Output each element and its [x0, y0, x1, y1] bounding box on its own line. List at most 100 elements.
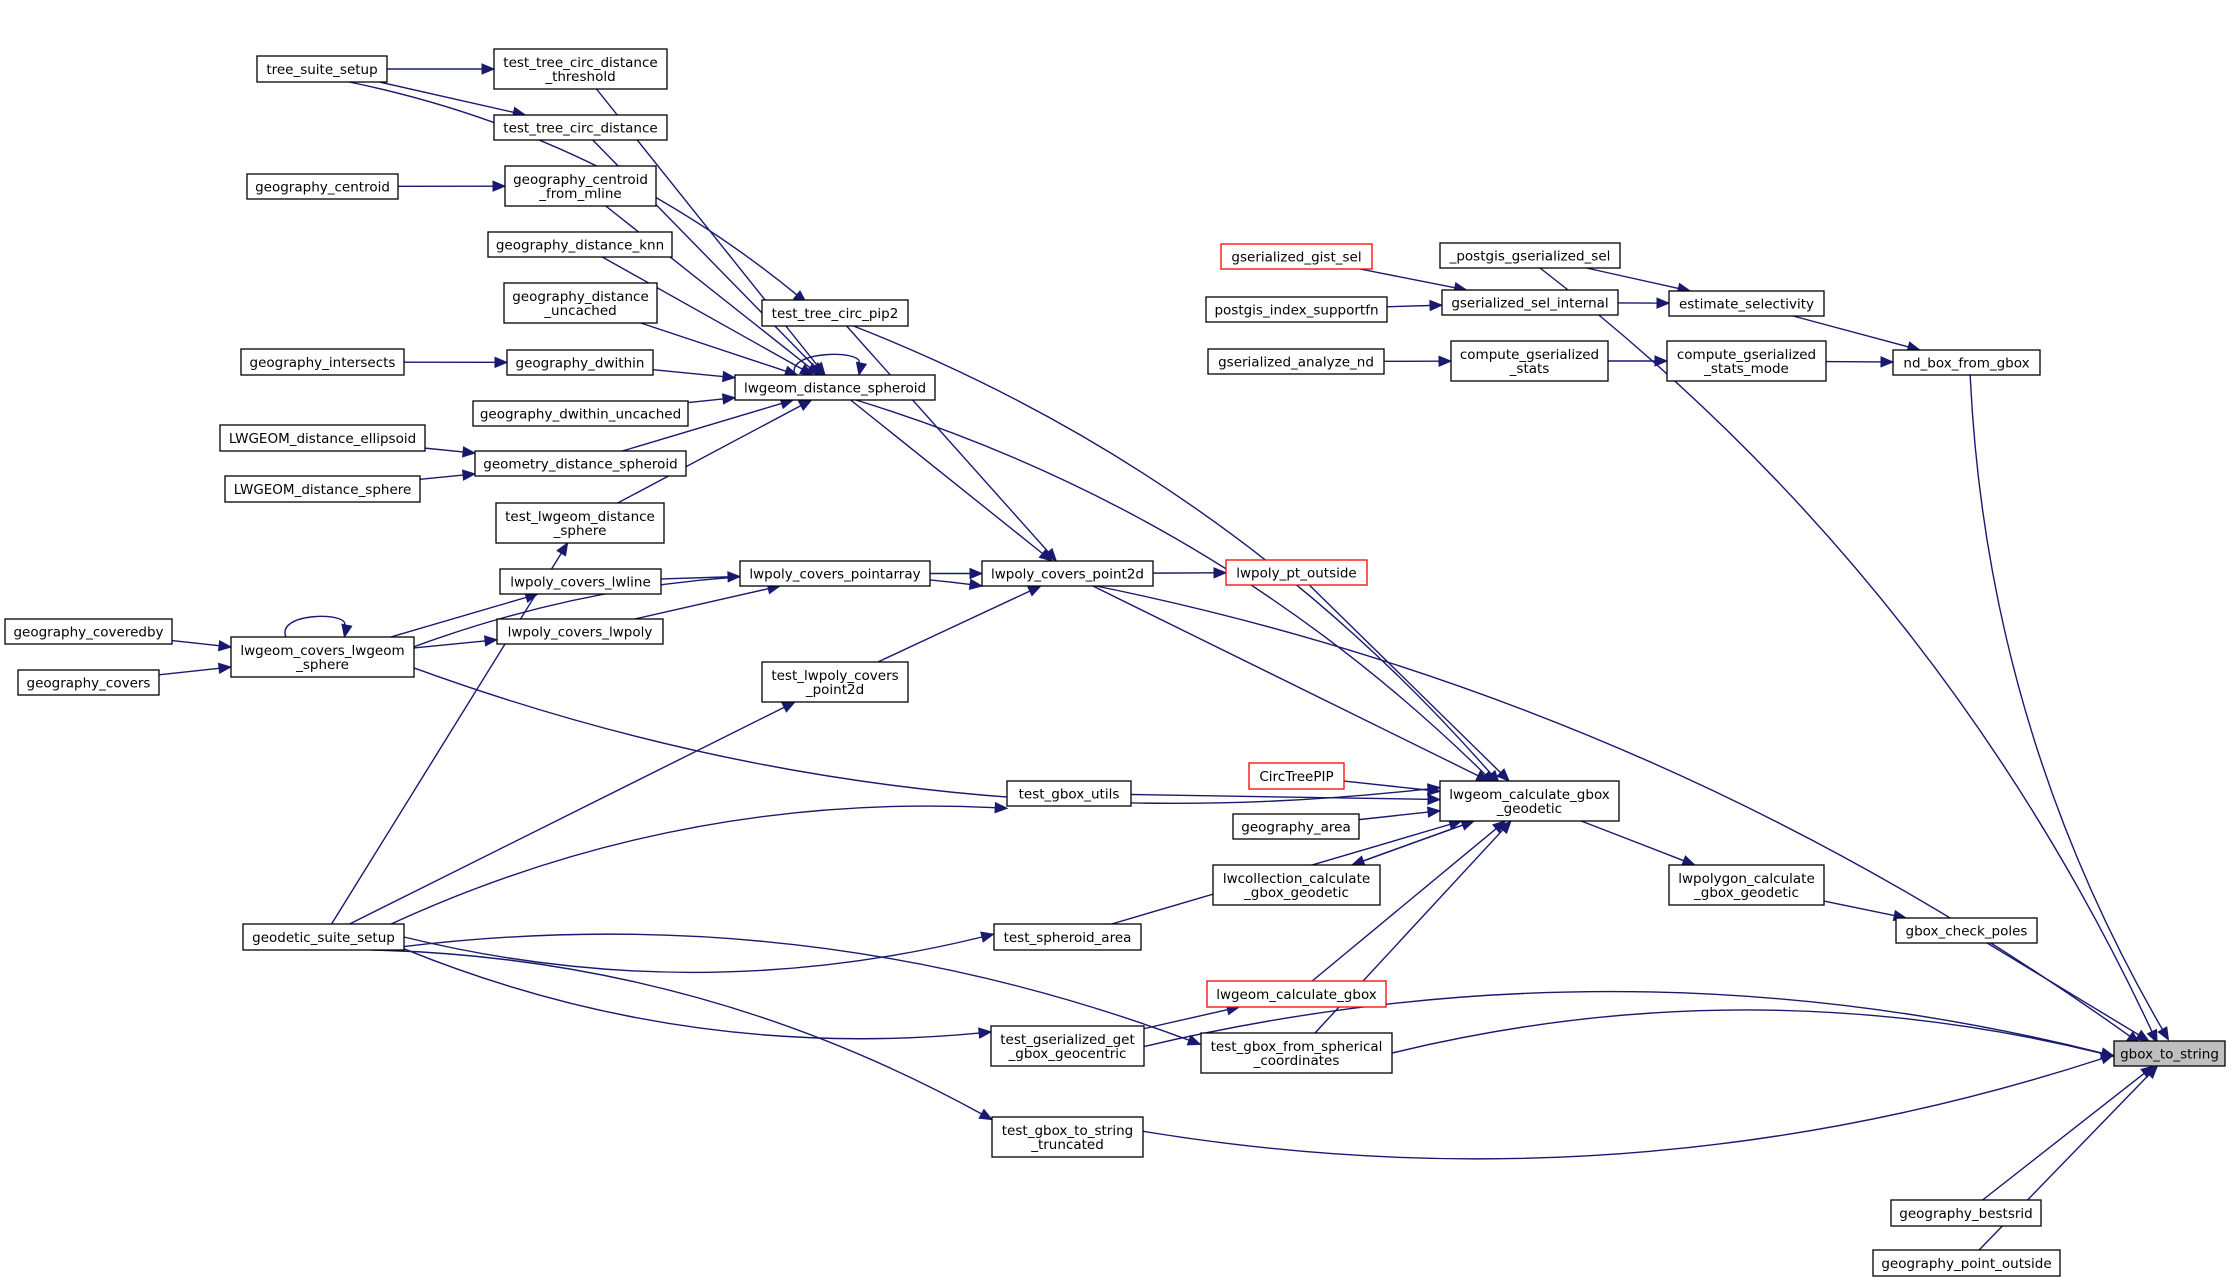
node-box[interactable]	[493, 114, 668, 141]
node-box[interactable]	[1225, 559, 1368, 586]
node-nd-box-from-gbox[interactable]: nd_box_from_gbox	[1892, 349, 2041, 376]
node-geography-dwithin[interactable]: geography_dwithin	[506, 349, 654, 376]
node-test-gbox-utils[interactable]: test_gbox_utils	[1006, 780, 1132, 807]
node-box[interactable]	[242, 923, 405, 951]
node-lwgeom-covers-lwgeom-sphere[interactable]: lwgeom_covers_lwgeom_sphere	[230, 636, 415, 678]
node-box[interactable]	[506, 349, 654, 376]
node-lwpoly-covers-lwline[interactable]: lwpoly_covers_lwline	[499, 568, 662, 595]
node-box[interactable]	[2113, 1040, 2226, 1067]
node-lwgeom-distance-ellipsoid[interactable]: LWGEOM_distance_ellipsoid	[219, 424, 426, 452]
node-box[interactable]	[503, 282, 658, 324]
node-box[interactable]	[1668, 290, 1825, 317]
node-box[interactable]	[219, 424, 426, 452]
node-box[interactable]	[230, 636, 415, 678]
node-geography-area[interactable]: geography_area	[1232, 813, 1360, 840]
node-gbox-check-poles[interactable]: gbox_check_poles	[1895, 917, 2038, 944]
node-box[interactable]	[739, 560, 931, 587]
node-geography-distance-uncached[interactable]: geography_distance_uncached	[503, 282, 658, 324]
node-geography-covers[interactable]: geography_covers	[17, 669, 160, 696]
node-box[interactable]	[734, 374, 936, 401]
node-test-lwgeom-distance-sphere[interactable]: test_lwgeom_distance_sphere	[495, 502, 665, 544]
node-test-lwpoly-covers-point2d[interactable]: test_lwpoly_covers_point2d	[761, 661, 909, 703]
node-circtreepip[interactable]: CircTreePIP	[1248, 762, 1345, 790]
node-lwgeom-calculate-gbox[interactable]: lwgeom_calculate_gbox	[1206, 980, 1387, 1008]
node-postgis-gserialized-sel[interactable]: _postgis_gserialized_sel	[1439, 242, 1621, 269]
node-box[interactable]	[761, 661, 909, 703]
node-test-gbox-to-string-truncated[interactable]: test_gbox_to_string_truncated	[991, 1116, 1144, 1158]
node-geography-bestsrid[interactable]: geography_bestsrid	[1890, 1199, 2042, 1227]
node-box[interactable]	[496, 618, 664, 645]
node-box[interactable]	[1206, 980, 1387, 1008]
node-box[interactable]	[495, 502, 665, 544]
node-geometry-distance-spheroid[interactable]: geometry_distance_spheroid	[474, 450, 687, 477]
node-test-tree-circ-distance[interactable]: test_tree_circ_distance	[493, 114, 668, 141]
node-lwpoly-covers-lwpoly[interactable]: lwpoly_covers_lwpoly	[496, 618, 664, 645]
node-geography-point-outside[interactable]: geography_point_outside	[1872, 1249, 2061, 1277]
node-box[interactable]	[17, 669, 160, 696]
node-box[interactable]	[504, 165, 657, 207]
node-lwpoly-covers-point2d[interactable]: lwpoly_covers_point2d	[981, 560, 1154, 587]
node-test-spheroid-area[interactable]: test_spheroid_area	[993, 923, 1142, 951]
node-gserialized-analyze-nd[interactable]: gserialized_analyze_nd	[1207, 348, 1385, 375]
node-geography-dwithin-uncached[interactable]: geography_dwithin_uncached	[472, 400, 689, 427]
node-box[interactable]	[1232, 813, 1360, 840]
node-box[interactable]	[1006, 780, 1132, 807]
node-box[interactable]	[1205, 296, 1388, 323]
node-lwcollection-calculate-gbox-geodetic[interactable]: lwcollection_calculate_gbox_geodetic	[1212, 864, 1381, 906]
node-box[interactable]	[240, 348, 405, 376]
node-box[interactable]	[472, 400, 689, 427]
node-box[interactable]	[493, 48, 668, 90]
node-box[interactable]	[1441, 289, 1619, 316]
node-geography-intersects[interactable]: geography_intersects	[240, 348, 405, 376]
node-test-tree-circ-pip2[interactable]: test_tree_circ_pip2	[761, 299, 909, 327]
node-test-tree-circ-distance-threshold[interactable]: test_tree_circ_distance_threshold	[493, 48, 668, 90]
node-box[interactable]	[761, 299, 909, 327]
node-box[interactable]	[256, 55, 388, 83]
node-box[interactable]	[1207, 348, 1385, 375]
node-gserialized-sel-internal[interactable]: gserialized_sel_internal	[1441, 289, 1619, 316]
node-gserialized-gist-sel[interactable]: gserialized_gist_sel	[1220, 243, 1373, 270]
node-box[interactable]	[1890, 1199, 2042, 1227]
node-box[interactable]	[1668, 864, 1825, 906]
node-box[interactable]	[1439, 242, 1621, 269]
node-lwgeom-distance-spheroid[interactable]: lwgeom_distance_spheroid	[734, 374, 936, 401]
node-box[interactable]	[487, 231, 673, 258]
node-lwgeom-calculate-gbox-geodetic[interactable]: lwgeom_calculate_gbox_geodetic	[1439, 780, 1620, 822]
node-box[interactable]	[1212, 864, 1381, 906]
node-box[interactable]	[1248, 762, 1345, 790]
node-box[interactable]	[4, 618, 173, 645]
node-test-gbox-from-spherical-coordinates[interactable]: test_gbox_from_spherical_coordinates	[1200, 1032, 1393, 1074]
node-box[interactable]	[224, 475, 421, 503]
node-geography-coveredby[interactable]: geography_coveredby	[4, 618, 173, 645]
node-lwpoly-pt-outside[interactable]: lwpoly_pt_outside	[1225, 559, 1368, 586]
node-geography-centroid[interactable]: geography_centroid	[246, 173, 399, 200]
node-lwgeom-distance-sphere[interactable]: LWGEOM_distance_sphere	[224, 475, 421, 503]
node-box[interactable]	[993, 923, 1142, 951]
node-postgis-index-supportfn[interactable]: postgis_index_supportfn	[1205, 296, 1388, 323]
node-test-gserialized-get-gbox-geocentric[interactable]: test_gserialized_get_gbox_geocentric	[990, 1025, 1145, 1067]
node-box[interactable]	[1872, 1249, 2061, 1277]
node-compute-gserialized-stats-mode[interactable]: compute_gserialized_stats_mode	[1666, 340, 1827, 382]
node-box[interactable]	[991, 1116, 1144, 1158]
node-geodetic-suite-setup[interactable]: geodetic_suite_setup	[242, 923, 405, 951]
node-estimate-selectivity[interactable]: estimate_selectivity	[1668, 290, 1825, 317]
node-lwpolygon-calculate-gbox-geodetic[interactable]: lwpolygon_calculate_gbox_geodetic	[1668, 864, 1825, 906]
node-box[interactable]	[1892, 349, 2041, 376]
node-compute-gserialized-stats[interactable]: compute_gserialized_stats	[1450, 340, 1609, 382]
node-geography-distance-knn[interactable]: geography_distance_knn	[487, 231, 673, 258]
node-box[interactable]	[474, 450, 687, 477]
node-box[interactable]	[499, 568, 662, 595]
node-box[interactable]	[1200, 1032, 1393, 1074]
node-box[interactable]	[1895, 917, 2038, 944]
node-tree-suite-setup[interactable]: tree_suite_setup	[256, 55, 388, 83]
node-box[interactable]	[1666, 340, 1827, 382]
node-box[interactable]	[1220, 243, 1373, 270]
node-box[interactable]	[990, 1025, 1145, 1067]
node-gbox-to-string[interactable]: gbox_to_string	[2113, 1040, 2226, 1067]
node-box[interactable]	[246, 173, 399, 200]
node-geography-centroid-from-mline[interactable]: geography_centroid_from_mline	[504, 165, 657, 207]
node-box[interactable]	[1439, 780, 1620, 822]
node-box[interactable]	[981, 560, 1154, 587]
node-box[interactable]	[1450, 340, 1609, 382]
node-lwpoly-covers-pointarray[interactable]: lwpoly_covers_pointarray	[739, 560, 931, 587]
